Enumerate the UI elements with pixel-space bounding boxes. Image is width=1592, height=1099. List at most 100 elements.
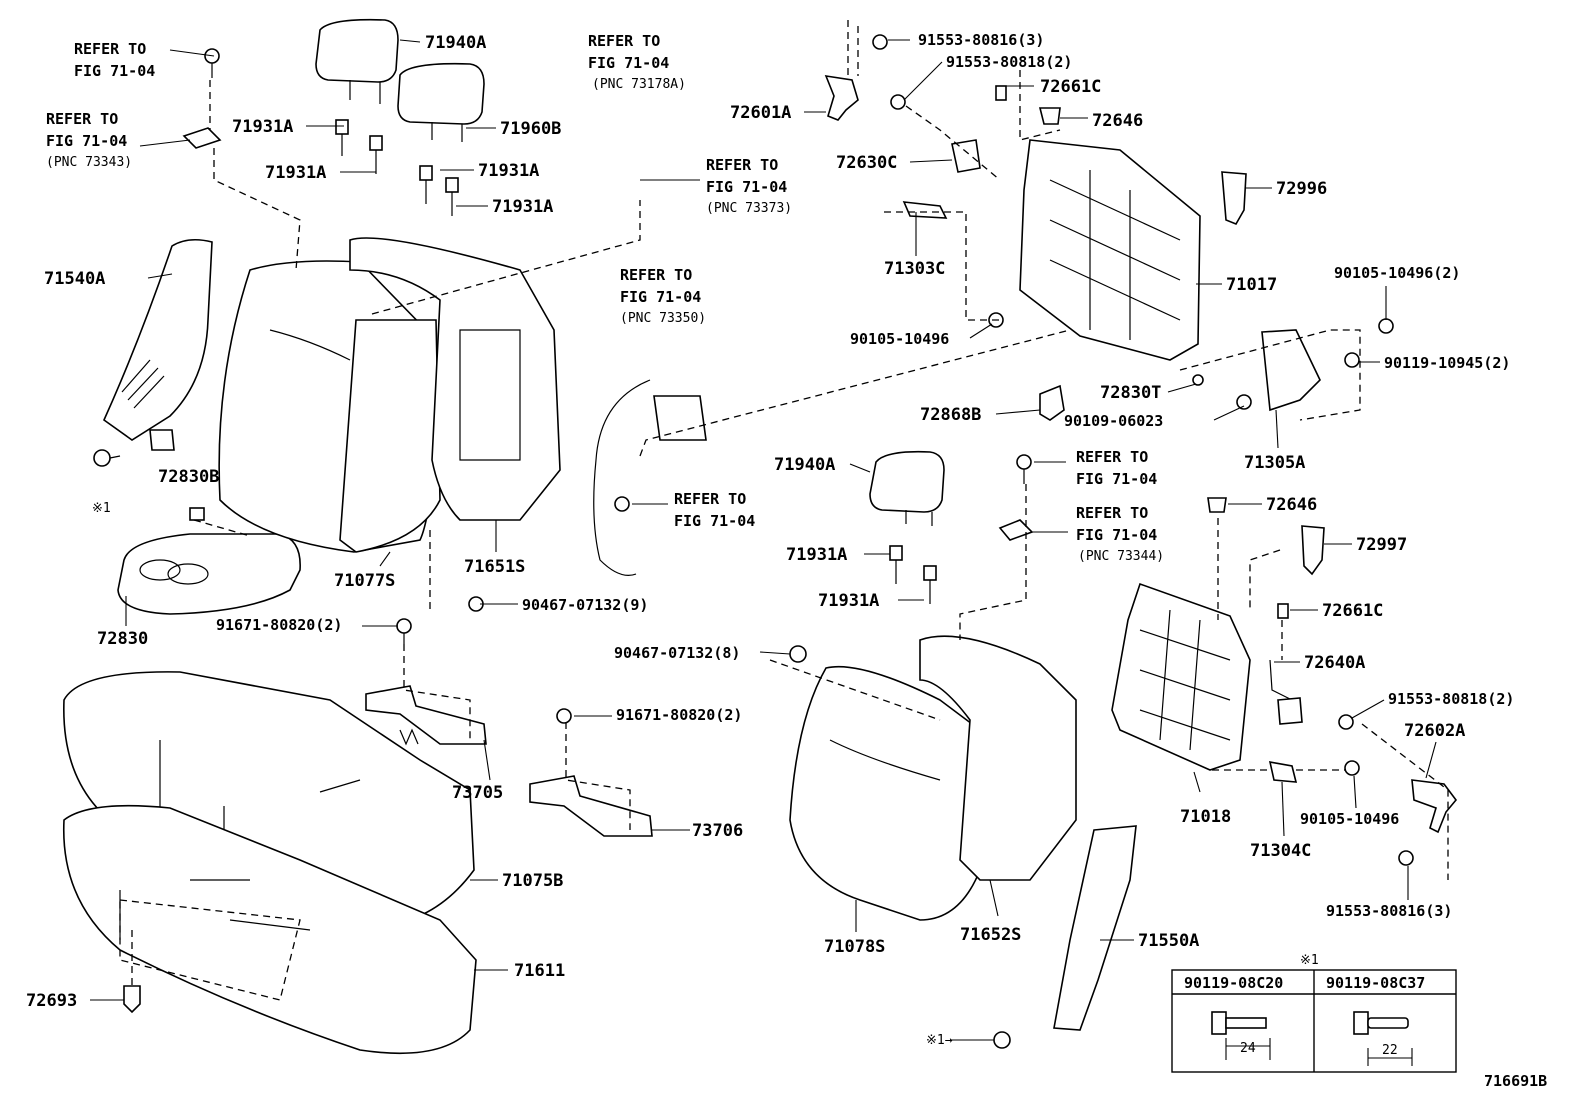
bolt-mark1-bottom (993, 1031, 1011, 1049)
label-90109-06023: 90109-06023 (1064, 412, 1163, 430)
bracket-71303c (902, 201, 948, 219)
clip-72646-top (1038, 107, 1061, 125)
bolt-icon-08c20 (1211, 1011, 1271, 1060)
refer-line2: FIG 71-04 (1076, 526, 1157, 544)
bolts-center (789, 454, 1034, 663)
refer-line2: FIG 71-04 (46, 132, 127, 150)
label-72640a: 72640A (1304, 653, 1365, 673)
label-72646-mid: 72646 (1266, 495, 1317, 515)
label-91553-80818-top: 91553-80818(2) (946, 53, 1072, 71)
leader-lines (90, 39, 1437, 1041)
label-72602a: 72602A (1404, 721, 1465, 741)
label-71304c: 71304C (1250, 841, 1311, 861)
seatback-frame-71017 (1019, 139, 1201, 361)
refer-pnc: (PNC 73350) (620, 311, 706, 326)
refer-note-5: REFER TO FIG 71-04 (PNC 73350) (620, 266, 706, 326)
label-91553-80818-mid: 91553-80818(2) (1388, 690, 1514, 708)
assembly-dash-lines (119, 20, 1449, 1001)
label-72601a: 72601A (730, 103, 791, 123)
refer-note-4: REFER TO FIG 71-04 (PNC 73373) (706, 156, 792, 216)
table-dim1: 24 (1240, 1041, 1256, 1056)
refer-pnc: (PNC 73373) (706, 201, 792, 216)
label-71931a-1: 71931A (232, 117, 293, 137)
clip-72830b (189, 507, 205, 521)
label-71540a: 71540A (44, 269, 105, 289)
refer-line2: FIG 71-04 (674, 512, 755, 530)
refer-line1: REFER TO (674, 490, 746, 508)
headrest-71940a-top (315, 18, 399, 104)
label-90105-10496-a: 90105-10496 (850, 330, 949, 348)
label-90105-10496-b: 90105-10496 (1300, 810, 1399, 828)
cover-72996 (1221, 171, 1247, 226)
label-72830t: 72830T (1100, 383, 1161, 403)
label-73706: 73706 (692, 821, 743, 841)
refer-note-8: REFER TO FIG 71-04 (PNC 73344) (1076, 504, 1164, 564)
hinge-73706 (529, 708, 653, 837)
clip-72693 (123, 985, 141, 1014)
label-72630c: 72630C (836, 153, 897, 173)
refer-line1: REFER TO (46, 110, 118, 128)
label-91671-1: 91671-80820(2) (216, 616, 342, 634)
small-parts-right-mid (1207, 497, 1354, 730)
brackets-lower-right (1268, 760, 1458, 866)
refer-pnc: (PNC 73344) (1078, 549, 1164, 564)
headrest-pins-top (335, 119, 459, 216)
refer-note-7: REFER TO FIG 71-04 (1076, 448, 1157, 488)
seatback-frame-71018 (1111, 582, 1251, 771)
bolt-top-left (182, 48, 222, 149)
seatback-cover-71651s (349, 237, 561, 521)
bolt-mark1-left (93, 449, 121, 467)
label-71931a-4: 71931A (492, 197, 553, 217)
label-72830: 72830 (97, 629, 148, 649)
bolt-icon-08c37 (1353, 1011, 1413, 1066)
headrest-71940a-mid (869, 450, 945, 604)
label-71017: 71017 (1226, 275, 1277, 295)
refer-line1: REFER TO (1076, 448, 1148, 466)
label-71931a-6: 71931A (818, 591, 879, 611)
label-mark1-left: ※1 (92, 501, 111, 516)
label-71611: 71611 (514, 961, 565, 981)
label-72693: 72693 (26, 991, 77, 1011)
refer-pnc: (PNC 73178A) (592, 77, 686, 92)
label-71931a-3: 71931A (478, 161, 539, 181)
label-71303c: 71303C (884, 259, 945, 279)
trim-71540a (103, 238, 213, 451)
label-71931a-2: 71931A (265, 163, 326, 183)
refer-line2: FIG 71-04 (706, 178, 787, 196)
label-90467-9: 90467-07132(9) (522, 596, 648, 614)
label-90105-10496-2: 90105-10496(2) (1334, 264, 1460, 282)
seatback-cover-71652s (919, 635, 1077, 881)
refer-line2: FIG 71-04 (1076, 470, 1157, 488)
part-labels: 71940A 71931A 71960B 71931A 71931A 71931… (26, 31, 1514, 1048)
label-71550a: 71550A (1138, 931, 1199, 951)
label-91553-80816-bot: 91553-80816(3) (1326, 902, 1452, 920)
refer-line1: REFER TO (620, 266, 692, 284)
seatback-71078s (789, 665, 981, 921)
label-71940a-mid: 71940A (774, 455, 835, 475)
bolt-table (1171, 969, 1457, 1073)
label-71651s: 71651S (464, 557, 525, 577)
label-mark1-bottom: ※1→ (926, 1033, 953, 1048)
label-71960b: 71960B (500, 119, 561, 139)
refer-line1: REFER TO (588, 32, 660, 50)
refer-note-1: REFER TO FIG 71-04 (74, 40, 155, 80)
label-72868b: 72868B (920, 405, 981, 425)
bracket-71305a (1261, 329, 1321, 412)
label-91553-80816-top: 91553-80816(3) (918, 31, 1044, 49)
bracket-72601a (824, 34, 906, 121)
refer-line2: FIG 71-04 (588, 54, 669, 72)
refer-note-3: REFER TO FIG 71-04 (PNC 73178A) (588, 32, 686, 92)
label-90467-8: 90467-07132(8) (614, 644, 740, 662)
bolt-table-text: ※1 90119-08C20 90119-08C37 24 22 (1184, 953, 1425, 1058)
label-72646-top: 72646 (1092, 111, 1143, 131)
label-72661c-top: 72661C (1040, 77, 1101, 97)
label-71018: 71018 (1180, 807, 1231, 827)
refer-note-2: REFER TO FIG 71-04 (PNC 73343) (46, 110, 132, 170)
label-73705: 73705 (452, 783, 503, 803)
label-71652s: 71652S (960, 925, 1021, 945)
cover-72868b (1039, 384, 1065, 421)
refer-line2: FIG 71-04 (620, 288, 701, 306)
table-col1: 90119-08C20 (1184, 974, 1283, 992)
label-71078s: 71078S (824, 937, 885, 957)
